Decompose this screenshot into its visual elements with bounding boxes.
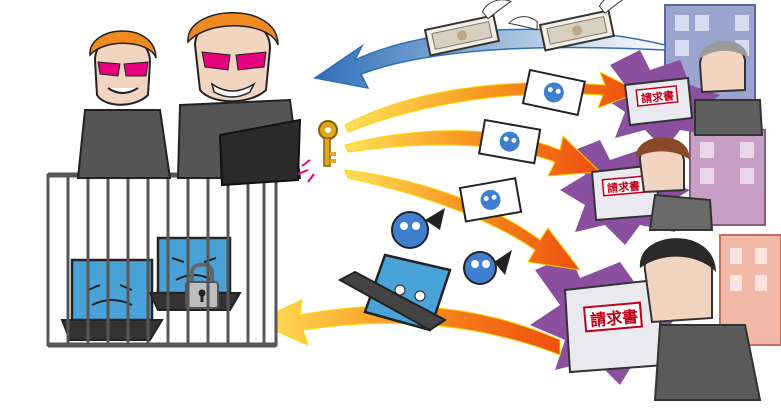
cash-bundle-icon — [423, 0, 512, 57]
victim-bottom: 請求書 — [563, 238, 762, 401]
malware-creature-icon — [391, 208, 445, 249]
key-icon — [297, 120, 338, 183]
malware-email-icon — [477, 118, 542, 165]
malware-email-icon — [458, 177, 523, 223]
hacker-laptop — [218, 118, 302, 187]
victim-top: 請求書 — [623, 40, 764, 136]
malware-email-icon — [521, 68, 586, 117]
invoice-label: 請求書 — [607, 179, 641, 196]
invoice-label: 請求書 — [640, 88, 674, 105]
victim-middle: 請求書 — [590, 137, 714, 231]
hacker-left — [76, 30, 172, 179]
malware-creature-icon — [463, 250, 512, 285]
padlock-icon — [185, 262, 219, 309]
invoice-label: 請求書 — [589, 307, 638, 330]
cash-bundle-icon — [508, 0, 629, 52]
infected-laptop — [337, 253, 452, 332]
cage-bars — [66, 175, 266, 345]
